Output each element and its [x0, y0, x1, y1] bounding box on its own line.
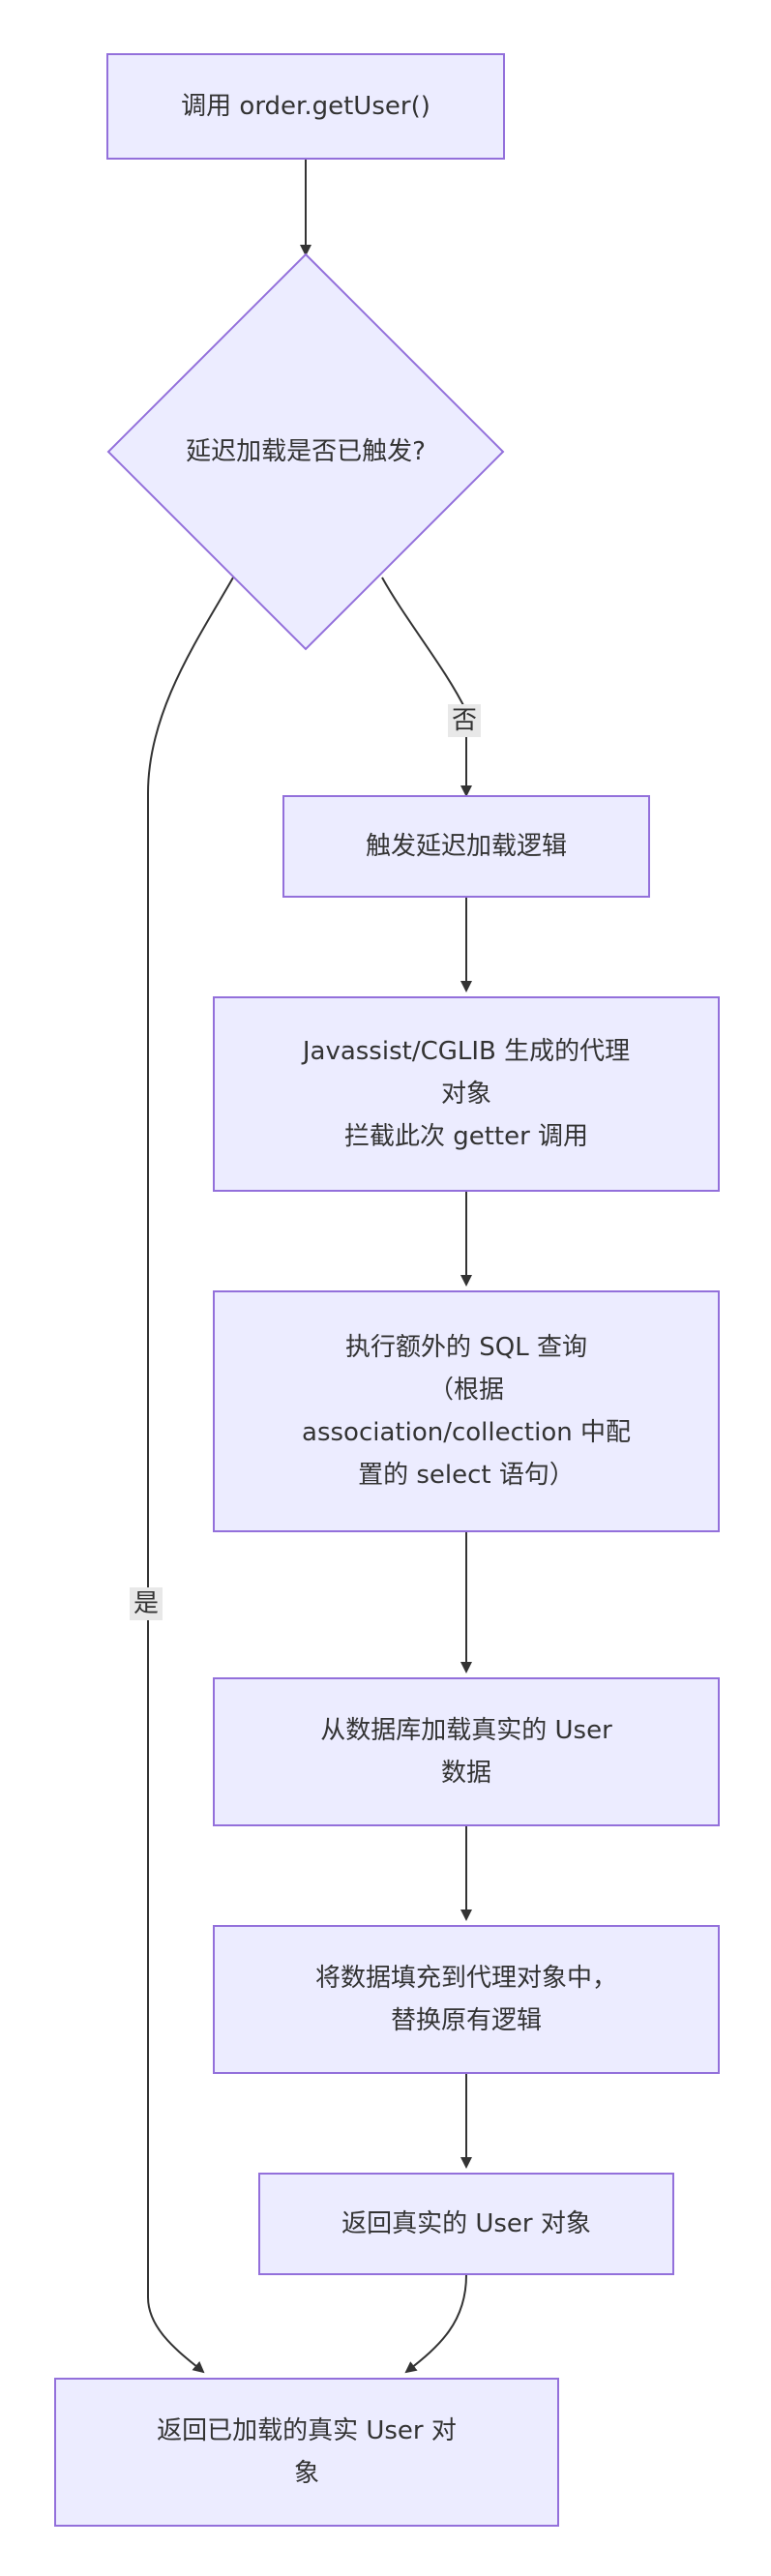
edge-label-no: 否 — [448, 704, 482, 737]
decision-label: 延迟加载是否已触发? — [186, 437, 426, 466]
edge-label-yes: 是 — [130, 1587, 163, 1620]
node-proxy-line-2: 对象 — [440, 1080, 491, 1109]
node-call-getuser: 调用 order.getUser() — [106, 53, 505, 160]
node-sql-line-2: （根据 — [428, 1376, 504, 1405]
node-return-loaded-line-1: 返回已加载的真实 User 对 — [157, 2416, 457, 2445]
node-sql-line-1: 执行额外的 SQL 查询 — [345, 1333, 587, 1362]
node-load-line-2: 数据 — [440, 1759, 491, 1788]
edge-return-real-to-return-loaded — [404, 2274, 467, 2374]
node-return-loaded-line-2: 象 — [293, 2459, 319, 2488]
node-sql-line-4: 置的 select 语句） — [358, 1461, 575, 1490]
node-proxy-line-3: 拦截此次 getter 调用 — [343, 1122, 589, 1151]
node-call-getuser-label: 调用 order.getUser() — [181, 92, 430, 121]
node-trigger-lazy-load: 触发延迟加载逻辑 — [282, 795, 650, 898]
node-return-loaded-user: 返回已加载的真实 User 对 象 — [54, 2378, 559, 2527]
decision-diamond — [106, 252, 505, 651]
edge-decision-to-trigger — [381, 577, 472, 797]
node-sql-line-3: association/collection 中配 — [302, 1418, 631, 1447]
node-proxy-line-1: Javassist/CGLIB 生成的代理 — [302, 1037, 631, 1066]
node-proxy-intercept: Javassist/CGLIB 生成的代理 对象 拦截此次 getter 调用 — [213, 996, 720, 1192]
node-load-user-data: 从数据库加载真实的 User 数据 — [213, 1677, 720, 1826]
node-fill-line-2: 替换原有逻辑 — [390, 2006, 542, 2035]
node-load-line-1: 从数据库加载真实的 User — [320, 1716, 612, 1745]
node-fill-proxy: 将数据填充到代理对象中， 替换原有逻辑 — [213, 1925, 720, 2074]
node-fill-line-1: 将数据填充到代理对象中， — [314, 1964, 617, 1993]
node-extra-sql-query: 执行额外的 SQL 查询 （根据 association/collection … — [213, 1290, 720, 1532]
edge-decision-to-return-loaded — [147, 577, 234, 2374]
node-return-real-user: 返回真实的 User 对象 — [258, 2173, 674, 2275]
